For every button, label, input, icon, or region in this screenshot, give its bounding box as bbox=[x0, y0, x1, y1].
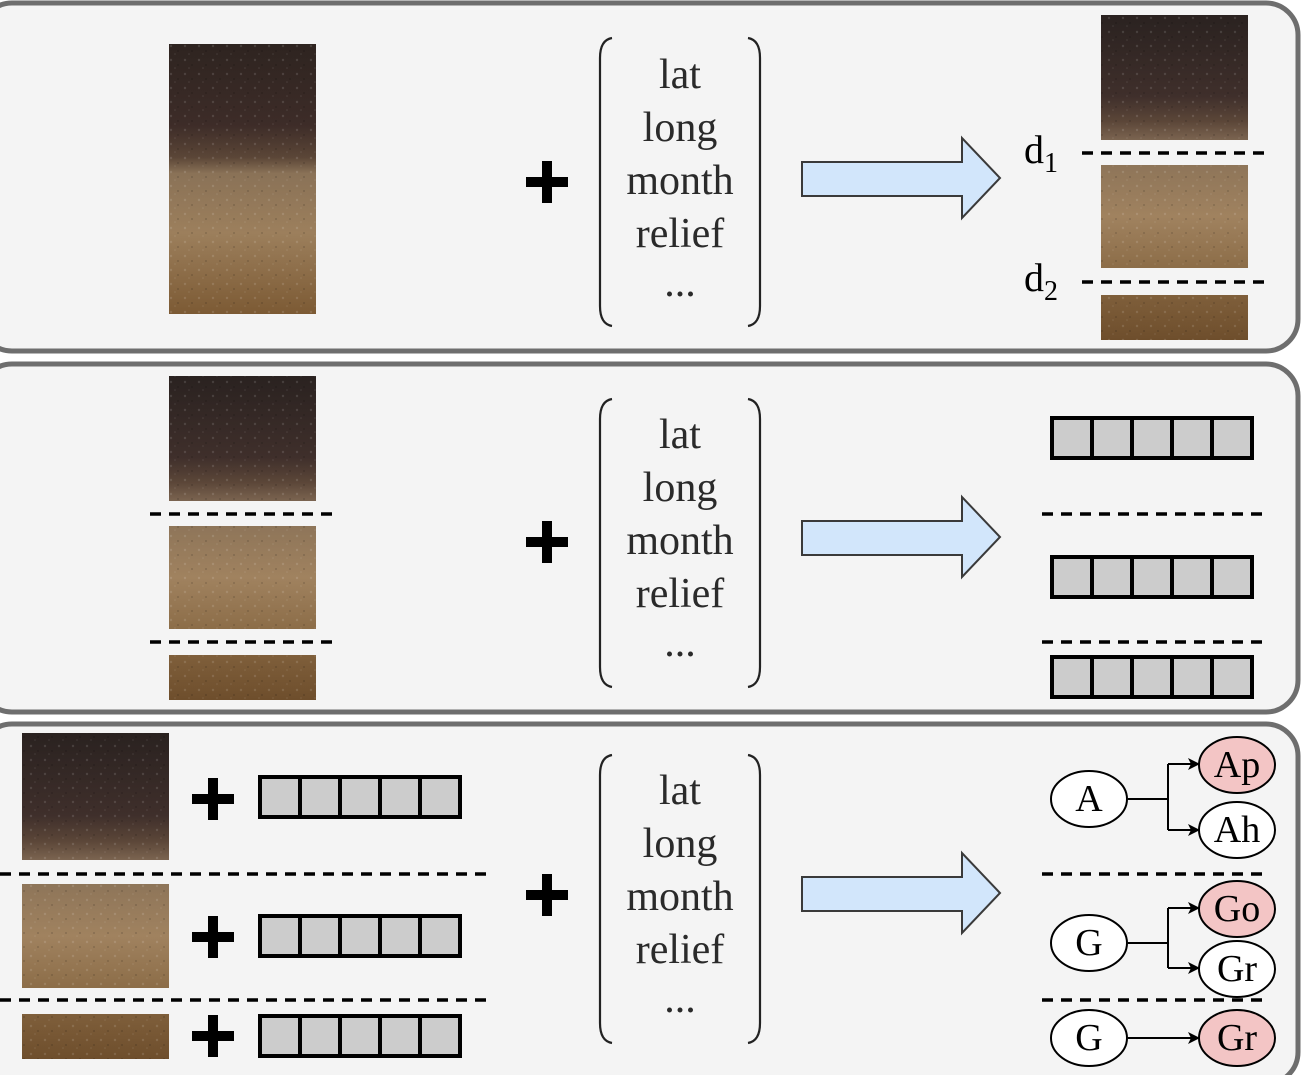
feature-label: ... bbox=[664, 620, 696, 666]
feature-label: ... bbox=[664, 260, 696, 306]
feature-label: ... bbox=[664, 976, 696, 1022]
feature-label: long bbox=[643, 821, 718, 867]
plus-icon bbox=[192, 778, 234, 820]
arrow-right-icon bbox=[801, 850, 1002, 936]
horizon-image bbox=[22, 884, 169, 988]
feature-label: month bbox=[626, 874, 733, 920]
tree-node-label: Ah bbox=[1214, 809, 1260, 851]
tree-node-label: G bbox=[1075, 922, 1102, 964]
feature-label: long bbox=[643, 465, 718, 511]
feature-label: month bbox=[626, 158, 733, 204]
panel-1: lat long month relief ... d1 d2 bbox=[0, 0, 1301, 354]
panel-3: lat long month relief ... A Ap Ah bbox=[0, 721, 1301, 1075]
feature-label: relief bbox=[636, 571, 725, 617]
plus-icon bbox=[526, 874, 568, 916]
feature-label: lat bbox=[659, 768, 701, 814]
feature-label: month bbox=[626, 518, 733, 564]
tree-node-parent bbox=[1050, 914, 1128, 972]
feature-label: lat bbox=[659, 412, 701, 458]
tree-node-parent bbox=[1050, 1009, 1128, 1067]
arrow-right-icon bbox=[801, 135, 1002, 221]
tree-node-child-highlighted bbox=[1198, 880, 1276, 938]
tree-node-label: Ap bbox=[1214, 744, 1260, 786]
embedding-vector bbox=[1050, 416, 1254, 460]
plus-icon bbox=[526, 521, 568, 563]
embedding-vector bbox=[1050, 655, 1254, 699]
horizon-tree: G Go Gr bbox=[1050, 880, 1276, 998]
embedding-vector bbox=[258, 775, 462, 819]
tree-node-child bbox=[1198, 801, 1276, 859]
segmented-horizon-images bbox=[169, 376, 316, 700]
plus-icon bbox=[526, 161, 568, 203]
site-features-vector: lat long month relief ... bbox=[598, 753, 762, 1045]
tree-node-label: A bbox=[1075, 778, 1103, 820]
feature-label: relief bbox=[636, 211, 725, 257]
feature-label: lat bbox=[659, 52, 701, 98]
plus-icon bbox=[192, 916, 234, 958]
plus-icon bbox=[192, 1015, 234, 1057]
horizon-tree: A Ap Ah bbox=[1050, 736, 1276, 859]
depth-label-d2: d2 bbox=[1024, 255, 1058, 307]
feature-label: long bbox=[643, 105, 718, 151]
site-features-vector: lat long month relief ... bbox=[598, 36, 762, 328]
embedding-vector bbox=[258, 1014, 462, 1058]
tree-node-label: Gr bbox=[1217, 1017, 1257, 1059]
panel-2: lat long month relief ... bbox=[0, 361, 1301, 715]
tree-node-label: G bbox=[1075, 1017, 1102, 1059]
segmented-horizon-images bbox=[1101, 15, 1248, 340]
embedding-vector bbox=[258, 914, 462, 958]
site-features-vector: lat long month relief ... bbox=[598, 397, 762, 689]
depth-label-d1: d1 bbox=[1024, 127, 1058, 179]
embedding-vector bbox=[1050, 555, 1254, 599]
tree-node-parent bbox=[1050, 770, 1128, 828]
horizon-tree: G Gr bbox=[1050, 1009, 1276, 1067]
tree-node-label: Gr bbox=[1217, 948, 1257, 990]
horizon-image bbox=[22, 733, 169, 860]
tree-node-child bbox=[1198, 940, 1276, 998]
arrow-right-icon bbox=[801, 494, 1002, 580]
horizon-image bbox=[22, 1014, 169, 1059]
soil-profile-image bbox=[169, 44, 316, 314]
feature-label: relief bbox=[636, 927, 725, 973]
tree-node-child-highlighted bbox=[1198, 736, 1276, 794]
tree-node-label: Go bbox=[1214, 888, 1260, 930]
tree-node-child-highlighted bbox=[1198, 1009, 1276, 1067]
